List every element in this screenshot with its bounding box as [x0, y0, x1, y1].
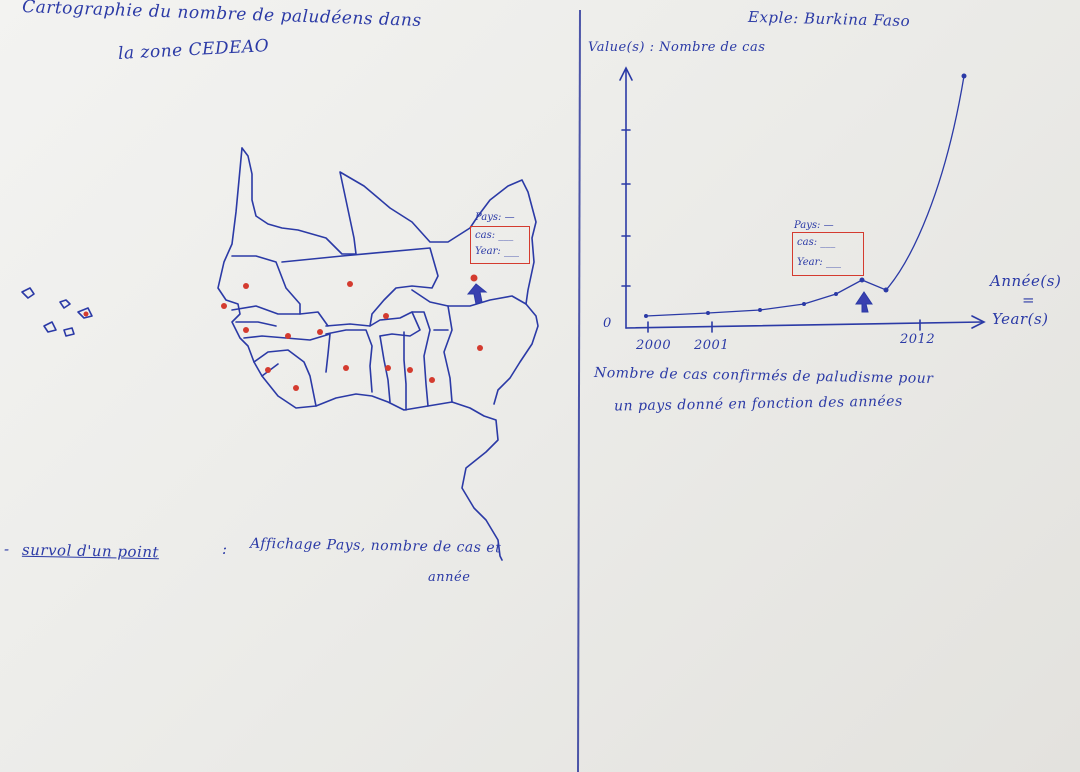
- border-guinea: [243, 333, 331, 373]
- series-line: [645, 75, 965, 317]
- country-point: [383, 313, 389, 319]
- cape-verde-island: [43, 321, 57, 333]
- cape-verde-island: [63, 327, 75, 337]
- border-nigeria: [443, 305, 453, 403]
- country-point: [347, 281, 353, 287]
- country-point: [407, 367, 413, 373]
- country-point: [343, 365, 349, 371]
- country-point: [243, 283, 249, 289]
- cape-verde-island: [21, 287, 35, 299]
- map-north-border: [241, 147, 539, 405]
- country-point: [477, 345, 483, 351]
- border-niger-south: [411, 289, 527, 307]
- y-axis-label: Value(s) : Nombre de cas: [588, 40, 766, 55]
- country-point: [265, 367, 271, 373]
- country-markers: [83, 274, 483, 391]
- country-point: [429, 377, 435, 383]
- chart-tooltip-box: cas: ___ Year: ___: [792, 232, 864, 276]
- x-axis-label-line1: Année(s): [990, 272, 1062, 290]
- country-point-hovered: [470, 274, 478, 282]
- cursor-arrow-icon: [855, 291, 873, 313]
- x-axis-label-eq: =: [1022, 291, 1036, 309]
- border-senegal: [231, 305, 329, 327]
- border-togo: [403, 331, 407, 411]
- hover-note-text2: année: [428, 570, 471, 585]
- country-point: [285, 333, 291, 339]
- country-point: [243, 327, 249, 333]
- cape-verde-point: [83, 311, 89, 317]
- border-benin: [411, 311, 431, 407]
- data-point: [706, 311, 710, 315]
- border-cote-ivoire: [325, 329, 373, 393]
- border-mauritania: [231, 255, 301, 315]
- y-axis-arrow: [619, 66, 633, 81]
- data-point: [802, 302, 806, 306]
- x-tick-label: 2001: [694, 338, 730, 353]
- data-point: [961, 73, 967, 79]
- hover-note-bullet: -: [4, 540, 10, 558]
- data-point: [644, 314, 648, 318]
- chart-tooltip-year: Year: ___: [797, 257, 841, 268]
- country-point: [385, 365, 391, 371]
- x-axis: [625, 321, 983, 329]
- map-tooltip-box: cas: ___ Year: ___: [470, 226, 530, 264]
- country-point: [221, 303, 227, 309]
- cape-verde-island: [59, 299, 71, 309]
- chart-tooltip-cas: cas: ___: [797, 237, 836, 248]
- border-guinea-south: [253, 349, 317, 407]
- x-axis-label-line2: Year(s): [992, 310, 1049, 328]
- country-point: [293, 385, 299, 391]
- x-tick-label: 2000: [636, 338, 672, 353]
- map-outline: [217, 147, 503, 561]
- cursor-arrow-icon: [466, 283, 488, 305]
- country-point: [317, 329, 323, 335]
- hover-note-colon: :: [222, 540, 228, 558]
- border-gambia: [235, 321, 277, 327]
- origin-label: 0: [603, 316, 612, 331]
- map-tooltip-cas: cas: ___: [475, 230, 514, 241]
- map-tooltip-year: Year: ___: [475, 246, 519, 257]
- cape-verde-island: [77, 307, 93, 319]
- data-point: [758, 308, 762, 312]
- data-point: [883, 287, 889, 293]
- border-mali-north: [281, 247, 439, 327]
- border-burkina: [369, 311, 421, 337]
- data-point-hovered: [859, 277, 865, 283]
- data-point: [834, 292, 838, 296]
- map-tooltip-pays: Pays: —: [475, 212, 515, 223]
- x-tick-label: 2012: [900, 332, 936, 347]
- chart-tooltip-pays: Pays: —: [794, 220, 834, 231]
- x-axis-arrow: [971, 315, 986, 329]
